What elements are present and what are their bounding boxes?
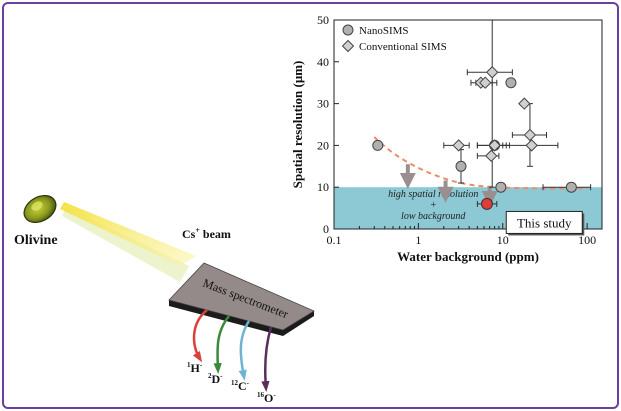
ion-arrow-c [239, 320, 251, 378]
nanosims-point [372, 139, 384, 151]
callout-label: This study [517, 215, 572, 230]
y-tick-label: 40 [317, 55, 329, 69]
x-tick-label: 0.1 [327, 233, 342, 247]
legend: NanoSIMS Conventional SIMS [341, 24, 447, 53]
x-tick-label: 100 [578, 233, 596, 247]
ion-label-d: 2D- [208, 372, 223, 386]
ion-arrows [192, 309, 273, 392]
conventional-sims-point [518, 97, 531, 110]
plot-border [333, 19, 603, 230]
y-tick-label: 50 [317, 13, 329, 27]
target-region-text: high spatial resolution+low background [388, 189, 478, 222]
y-axis-label: Spatial resolution (μm) [290, 61, 305, 189]
target-text-line: high spatial resolution [388, 189, 478, 200]
x-axis-label: Water background (ppm) [397, 249, 539, 264]
ion-arrow-h [192, 309, 208, 360]
nanosims-point [505, 77, 517, 89]
secondary-ion-beam [62, 207, 189, 282]
conventional-sims-point [479, 76, 492, 89]
callout-box [505, 210, 583, 234]
conventional-sims-point [523, 128, 537, 142]
ion-arrowhead-c [238, 369, 247, 381]
conventional-sims-point [486, 66, 499, 79]
legend-conventional-marker [341, 39, 355, 53]
conventional-sims-point [452, 139, 465, 152]
legend-nanosims-marker [342, 24, 354, 36]
conventional-sims-point [525, 139, 538, 152]
olivine-label: Olivine [14, 233, 58, 248]
legend-label: NanoSIMS [359, 25, 409, 37]
this-study-callout: This study [505, 210, 585, 236]
ion-arrow-d [216, 315, 230, 371]
ion-arrowhead-d [213, 362, 222, 374]
error-bars [443, 19, 592, 207]
ion-label-h: 1H- [187, 361, 203, 375]
target-text-line: low background [401, 211, 466, 222]
nanosims-point [455, 160, 467, 172]
ion-labels: 1H- 2D- 12C- 16O- [187, 361, 276, 405]
target-text-line: + [430, 200, 437, 211]
ion-arrowhead-h [192, 351, 203, 363]
ion-label-o: 16O- [257, 391, 276, 405]
ion-arrow-o [263, 326, 273, 389]
conventional-sims-point [485, 149, 498, 163]
x-tick-label: 1 [415, 233, 421, 247]
y-axis: 0 10 20 30 40 50 [317, 13, 339, 236]
beam-label: Cs+ beam [182, 226, 231, 241]
conventional-sims-point [488, 139, 501, 152]
y-tick-label: 30 [317, 97, 329, 111]
y-tick-label: 20 [317, 138, 329, 152]
mass-spectrometer [168, 262, 315, 331]
olivine-grain [23, 194, 57, 224]
ion-label-c: 12C- [231, 379, 250, 393]
chart: high spatial resolution+low background 0… [290, 13, 603, 264]
this-study-point [480, 197, 493, 210]
cs-primary-beam [60, 202, 196, 266]
trend-curve [373, 136, 588, 190]
instrument-schematic: Olivine Cs+ beam Mass spectrometer 1H-2D… [14, 194, 315, 405]
nanosims-point [565, 181, 577, 193]
figure: Olivine Cs+ beam Mass spectrometer 1H-2D… [14, 13, 603, 405]
ion-arrowhead-o [261, 380, 270, 392]
y-tick-label: 0 [323, 222, 329, 236]
data-points [372, 66, 577, 210]
legend-label: Conventional SIMS [359, 41, 447, 53]
nanosims-point [495, 181, 507, 193]
trend-arrows [399, 164, 498, 207]
x-tick-label: 10 [497, 233, 509, 247]
y-tick-label: 10 [317, 180, 329, 194]
